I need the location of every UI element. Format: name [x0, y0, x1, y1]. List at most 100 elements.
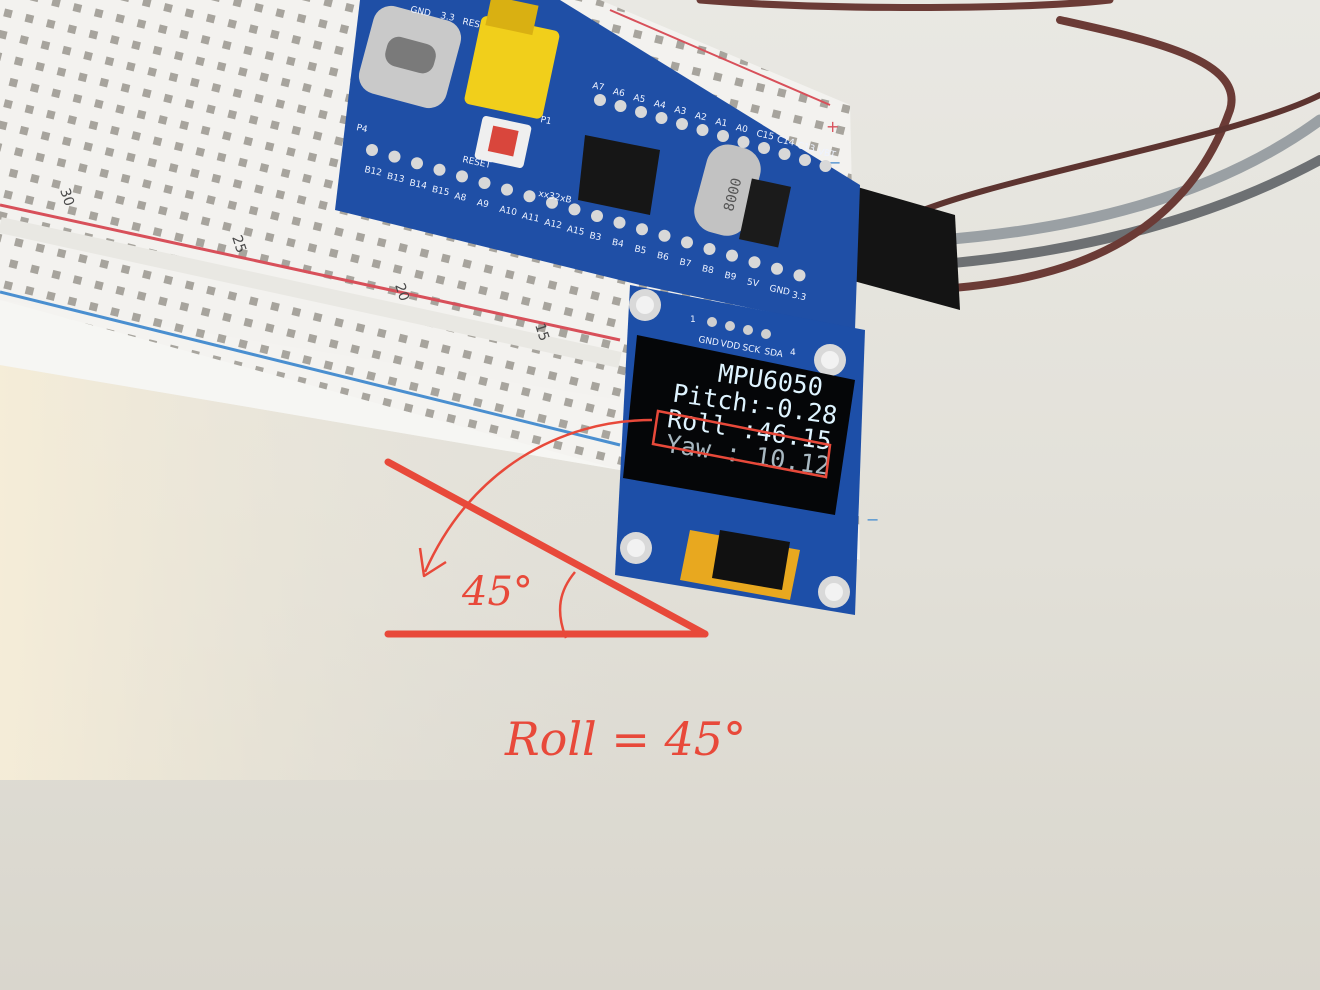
pin-top-pad — [778, 148, 791, 160]
regulator — [738, 178, 792, 248]
pin-bottom-label: B14 — [408, 178, 428, 192]
pin-top-pad — [819, 160, 832, 172]
pin-bottom-label: B7 — [678, 258, 692, 270]
pin-bottom-label: GND — [768, 284, 790, 298]
pin-bottom-pad — [703, 243, 716, 255]
annotation-overlay: 45° Roll = 45° — [384, 409, 832, 766]
pin-bottom-label: A8 — [453, 192, 467, 204]
pin-bottom-label: B12 — [363, 165, 382, 178]
top-label-33: 3.3 — [439, 11, 455, 24]
pin-bottom-pad — [658, 229, 671, 242]
mcu-chip — [578, 135, 660, 215]
pin-bottom-label: A11 — [521, 211, 540, 224]
top-label-res: RES — [461, 17, 481, 31]
bb-number-15: 15 — [531, 321, 552, 343]
oled-pin-label: VDD — [719, 339, 741, 352]
pin-top-pad — [655, 112, 668, 124]
angle-label: 45° — [461, 569, 533, 615]
bb-number-20: 20 — [391, 281, 412, 303]
oled-pin-num-1: 1 — [690, 315, 696, 325]
pin-bottom-pad — [771, 262, 783, 275]
pin-top-pad — [717, 130, 729, 142]
pin-top-label: A7 — [591, 81, 605, 93]
pin-top-label: A5 — [632, 93, 646, 105]
oled-pin-label: SDA — [763, 347, 784, 360]
pin-top-label: C15 — [755, 129, 774, 142]
pin-bottom-label: A12 — [543, 218, 562, 231]
pin-bottom-label: A10 — [498, 205, 518, 218]
pin-bottom-label: B6 — [656, 251, 670, 263]
pin-top-pad — [594, 94, 606, 106]
rail-minus-2: − — [866, 510, 879, 529]
pin-bottom-label: 5V — [746, 277, 761, 289]
oled-pin-num-4: 4 — [790, 348, 796, 358]
pin-bottom-pad — [478, 177, 491, 189]
pin-bottom-pad — [568, 203, 581, 216]
pin-bottom-pad — [411, 157, 423, 170]
pin-bottom-pad — [793, 269, 806, 282]
pointer-arrow — [423, 418, 653, 573]
pin-bottom-label: B13 — [386, 172, 405, 185]
pin-bottom-pad — [456, 170, 468, 183]
top-label-gnd: GND — [409, 5, 431, 19]
pin-bottom-label: B5 — [633, 244, 647, 256]
pin-bottom-pad — [523, 190, 536, 203]
roll-caption: Roll = 45° — [504, 712, 746, 766]
pin-bottom-pad — [748, 256, 761, 269]
bb-number-25: 25 — [228, 233, 249, 255]
pin-bottom-pad — [366, 144, 378, 156]
pin-bottom-pad — [433, 163, 446, 176]
pin-top-label: C13 — [796, 141, 815, 154]
pin-bottom-label: B9 — [723, 271, 737, 283]
pin-bottom-label: B8 — [701, 264, 715, 276]
pin-bottom-label: B3 — [588, 231, 602, 243]
pin-top-label: VBT — [817, 147, 837, 161]
pin-top-label: A3 — [673, 105, 687, 117]
pin-bottom-pad — [613, 216, 626, 229]
angle-arc — [558, 571, 576, 639]
p1-label: P1 — [539, 115, 552, 127]
pin-top-pad — [676, 118, 688, 130]
rail-plus: + — [826, 117, 839, 136]
pin-bottom-pad — [546, 196, 558, 209]
pin-top-pad — [614, 100, 627, 112]
pin-top-label: A1 — [714, 117, 728, 129]
pin-top-pad — [635, 106, 647, 118]
roll-highlight-box — [651, 409, 832, 479]
pin-bottom-pad — [591, 210, 603, 222]
pin-bottom-pad — [681, 236, 693, 249]
pin-top-pad — [799, 154, 811, 166]
tilt-line — [384, 458, 709, 638]
oled-screen — [623, 335, 855, 515]
p4-label: P4 — [355, 123, 368, 135]
wires — [696, 0, 1320, 294]
boot-jumper — [464, 16, 560, 119]
pin-bottom-label: B15 — [431, 185, 450, 198]
oled-pin-label: SCK — [741, 343, 761, 356]
pin-top-label: A6 — [612, 87, 626, 99]
pin-top-label: A2 — [694, 111, 708, 123]
pin-top-label: C14 — [776, 135, 796, 149]
pointer-arrowhead — [418, 547, 447, 578]
pin-bottom-pad — [726, 249, 738, 262]
pin-top-pad — [758, 142, 770, 154]
pin-bottom-label: B4 — [611, 238, 625, 250]
pin-bottom-label: A9 — [476, 198, 490, 210]
oled-pin-label: GND — [697, 335, 719, 348]
pin-top-pad — [696, 124, 709, 136]
pin-bottom-pad — [388, 150, 401, 163]
pin-top-pad — [737, 136, 750, 148]
pin-bottom-label: A15 — [566, 225, 585, 238]
pin-top-label: A4 — [653, 99, 667, 111]
pin-top-label: A0 — [735, 123, 749, 135]
pin-bottom-pad — [636, 223, 648, 236]
bb-number-30: 30 — [56, 186, 77, 208]
crystal — [694, 144, 761, 236]
pin-bottom-pad — [501, 183, 513, 196]
